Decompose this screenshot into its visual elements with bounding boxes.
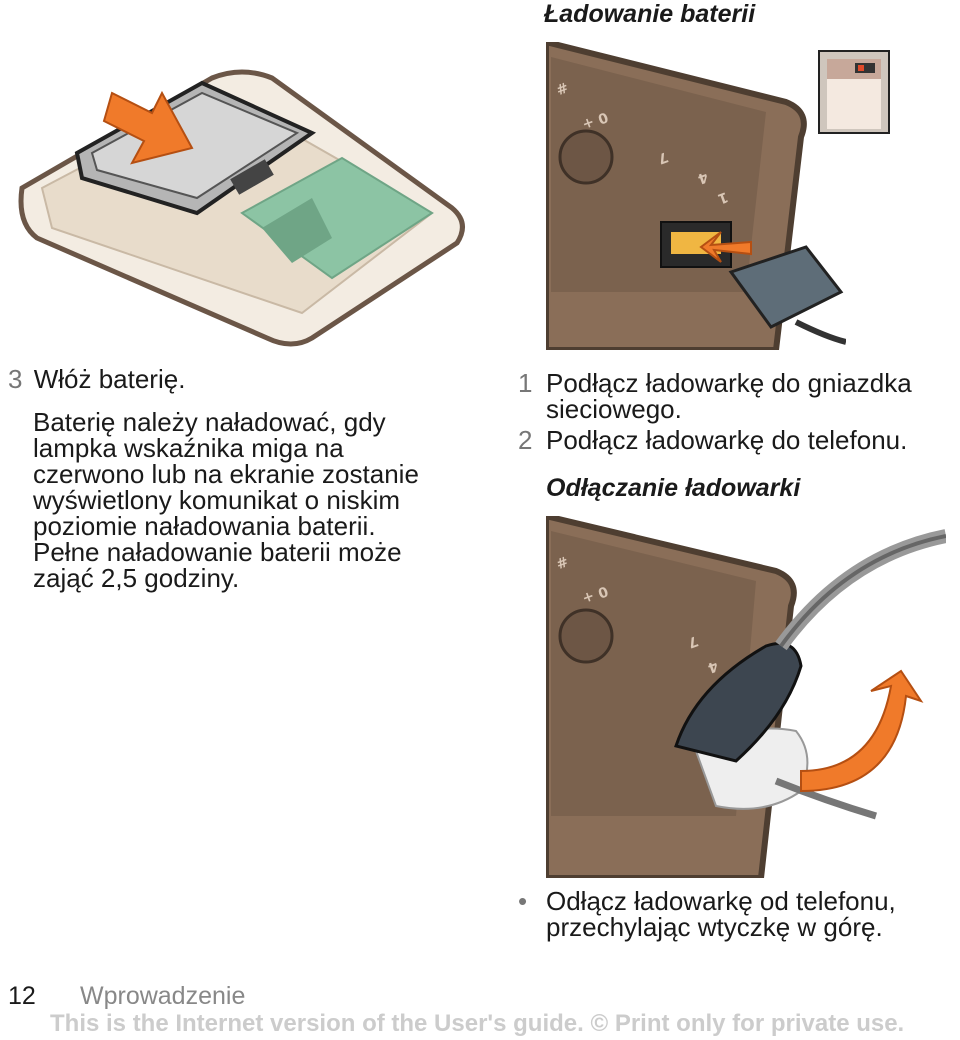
footer-notice: This is the Internet version of the User… bbox=[50, 1010, 905, 1037]
paragraph-line: Baterię należy naładować, gdy bbox=[33, 407, 386, 437]
section-name: Wprowadzenie bbox=[80, 982, 246, 1010]
charger-connect-illustration: # 0 + 7 4 1 bbox=[546, 42, 846, 350]
subheading-disconnect: Odłączanie ładowarki bbox=[546, 474, 801, 502]
step-3: 3 Włóż baterię. bbox=[8, 366, 185, 392]
step-1-text: Podłącz ładowarkę do gniazdka sieciowego… bbox=[546, 370, 912, 422]
svg-text:#: # bbox=[554, 78, 570, 97]
step-text: Włóż baterię. bbox=[33, 364, 186, 394]
svg-text:#: # bbox=[554, 552, 570, 571]
step-2-text: Podłącz ładowarkę do telefonu. bbox=[546, 427, 907, 453]
paragraph-line: zająć 2,5 godziny. bbox=[33, 563, 240, 593]
bullet-line: Odłącz ładowarkę od telefonu, bbox=[546, 886, 896, 916]
step-line: Podłącz ładowarkę do gniazdka bbox=[546, 368, 912, 398]
bullet-line: przechylając wtyczkę w górę. bbox=[546, 912, 883, 942]
paragraph-line: lampka wskaźnika miga na bbox=[33, 433, 344, 463]
battery-charging-indicator-icon bbox=[818, 50, 890, 134]
step-line: sieciowego. bbox=[546, 394, 682, 424]
paragraph-line: wyświetlony komunikat o niskim bbox=[33, 485, 401, 515]
section-heading-charging: Ładowanie baterii bbox=[544, 0, 756, 28]
step-number: 3 bbox=[8, 364, 23, 394]
bullet-symbol: • bbox=[518, 886, 528, 916]
step-line: Podłącz ładowarkę do telefonu. bbox=[546, 425, 908, 455]
charger-disconnect-illustration: # 0 + 7 4 bbox=[546, 516, 946, 878]
page-number: 12 bbox=[8, 982, 36, 1010]
step-1: 1 bbox=[518, 370, 532, 396]
battery-charge-paragraph: Baterię należy naładować, gdy lampka wsk… bbox=[33, 409, 419, 591]
step-number: 1 bbox=[518, 368, 533, 398]
bullet-text: Odłącz ładowarkę od telefonu, przechylaj… bbox=[546, 888, 896, 940]
bullet-marker: • bbox=[518, 888, 527, 914]
step-2: 2 bbox=[518, 427, 532, 453]
step-number: 2 bbox=[518, 425, 533, 455]
paragraph-line: Pełne naładowanie baterii może bbox=[33, 537, 402, 567]
paragraph-line: poziomie naładowania baterii. bbox=[33, 511, 376, 541]
paragraph-line: czerwono lub na ekranie zostanie bbox=[33, 459, 419, 489]
battery-insert-illustration bbox=[12, 38, 482, 353]
